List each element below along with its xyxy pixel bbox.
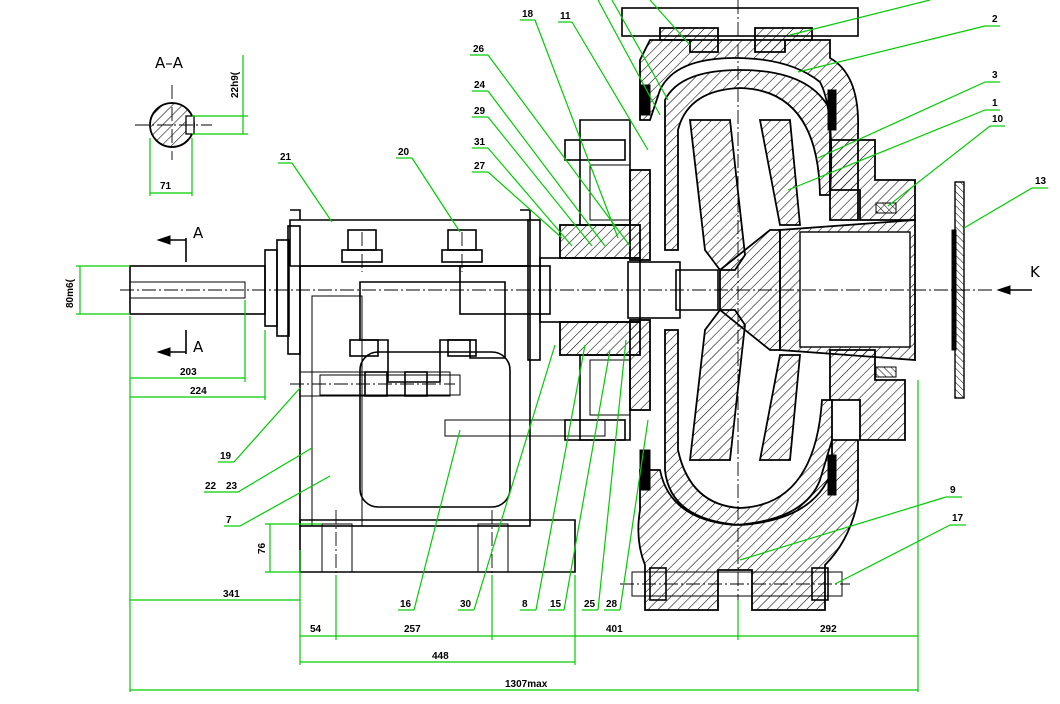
part-1: 1 <box>992 98 998 109</box>
part-leaders: 18 11 26 24 29 31 27 21 20 2 3 <box>204 0 1048 611</box>
dim-401: 401 <box>606 624 623 635</box>
part-2: 2 <box>992 14 998 25</box>
part-25: 25 <box>584 599 596 610</box>
part-8: 8 <box>522 599 528 610</box>
pump-casing <box>620 7 965 611</box>
section-title: A–A <box>155 54 184 72</box>
dim-257: 257 <box>404 624 421 635</box>
view-markers: A A K <box>156 224 1041 357</box>
dim-292: 292 <box>820 624 837 635</box>
part-27: 27 <box>474 161 486 172</box>
part-29: 29 <box>474 106 486 117</box>
part-23: 23 <box>226 481 238 492</box>
dim-1307: 1307max <box>505 679 548 690</box>
part-11: 11 <box>560 11 571 22</box>
view-label-a-top: A <box>193 224 204 242</box>
part-26: 26 <box>473 44 485 55</box>
part-28: 28 <box>606 599 618 610</box>
bolt-right <box>441 229 483 272</box>
bolt-left <box>341 229 383 272</box>
section-dim-width: 71 <box>160 181 172 192</box>
stuffing-box <box>559 119 651 441</box>
dim-76: 76 <box>257 542 268 554</box>
part-15: 15 <box>550 599 562 610</box>
part-3: 3 <box>992 70 998 81</box>
part-22: 22 <box>205 481 217 492</box>
part-20: 20 <box>398 147 410 158</box>
part-30: 30 <box>460 599 472 610</box>
part-16: 16 <box>400 599 412 610</box>
dim-54: 54 <box>310 624 322 635</box>
section-dim-height: 22h9( <box>230 71 241 98</box>
part-10: 10 <box>992 114 1004 125</box>
part-18: 18 <box>522 9 534 20</box>
shaft-diameter-dim: 80m6( <box>65 278 76 308</box>
part-31: 31 <box>474 137 486 148</box>
section-a-a: A–A 22h9( 71 <box>135 54 248 196</box>
part-13: 13 <box>1035 176 1047 187</box>
part-17: 17 <box>952 513 964 524</box>
part-9: 9 <box>950 485 956 496</box>
part-19: 19 <box>220 451 232 462</box>
part-21: 21 <box>280 152 292 163</box>
dim-224: 224 <box>190 386 207 397</box>
dim-203: 203 <box>180 367 197 378</box>
dim-341: 341 <box>223 589 240 600</box>
part-24: 24 <box>474 80 486 91</box>
bearing-housing <box>287 209 606 580</box>
part-7: 7 <box>226 515 232 526</box>
view-label-a-bottom: A <box>193 338 204 356</box>
dimensions: 80m6( 203 224 76 341 54 257 401 292 448 <box>65 265 919 692</box>
dim-448: 448 <box>432 651 449 662</box>
view-label-k: K <box>1030 263 1041 281</box>
